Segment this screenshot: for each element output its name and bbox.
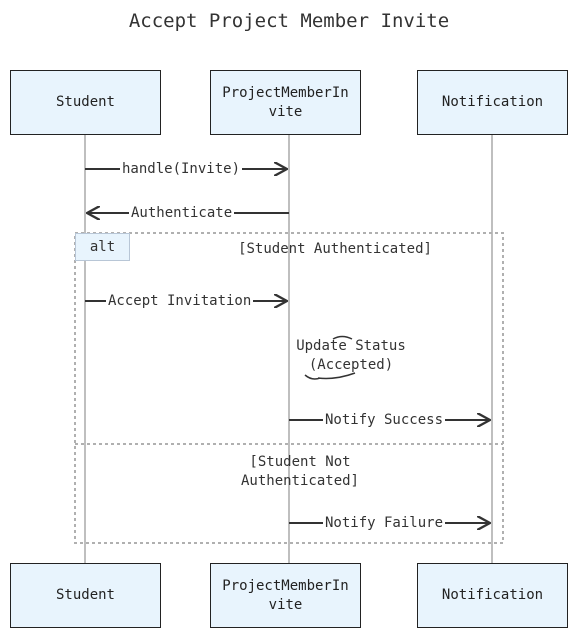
alt-condition-not-authenticated: [Student Not Authenticated] [240, 454, 359, 489]
participant-notification-bottom: Notification [417, 563, 568, 628]
self-note-update-status: Update Status (Accepted) [296, 338, 406, 373]
message-label-handle-invite: handle(Invite) [120, 161, 243, 177]
participant-notification-top: Notification [417, 70, 568, 135]
note-squiggle-top [332, 335, 353, 340]
participant-invite-top: ProjectMemberIn vite [210, 70, 361, 135]
participant-invite-label: ProjectMemberIn vite [222, 577, 349, 613]
diagram-title: Accept Project Member Invite [128, 10, 450, 32]
alt-condition-authenticated: [Student Authenticated] [238, 241, 432, 257]
participant-student-bottom: Student [10, 563, 161, 628]
participant-invite-label: ProjectMemberIn vite [222, 84, 349, 120]
participant-student-top: Student [10, 70, 161, 135]
participant-invite-bottom: ProjectMemberIn vite [210, 563, 361, 628]
note-squiggle-bottom [304, 372, 356, 380]
message-label-notify-failure: Notify Failure [323, 515, 446, 531]
message-label-notify-success: Notify Success [323, 412, 446, 428]
message-label-authenticate: Authenticate [129, 205, 235, 221]
message-label-accept-invitation: Accept Invitation [106, 293, 254, 309]
alt-tag: alt [75, 233, 130, 261]
alt-frame [74, 232, 504, 544]
